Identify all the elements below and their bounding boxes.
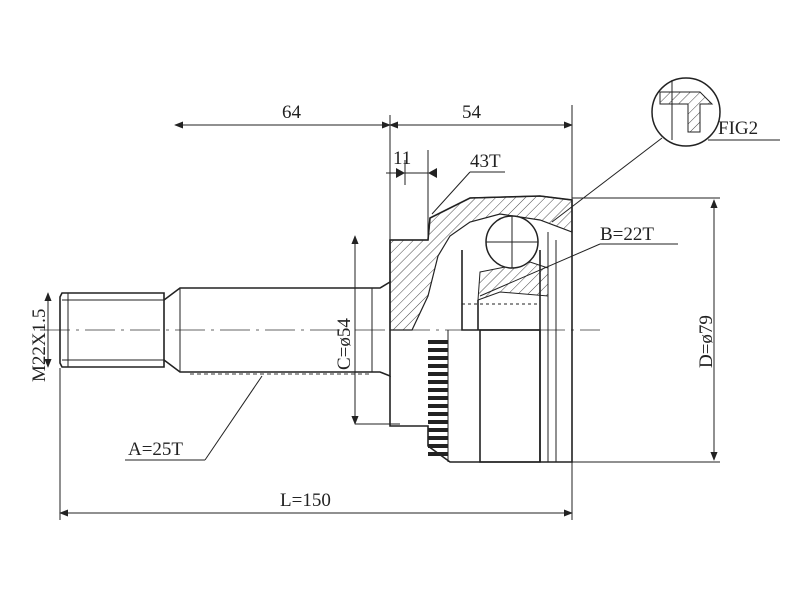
tooth [428, 452, 448, 456]
tooth [428, 404, 448, 408]
tooth [428, 340, 448, 344]
dim-c-label: C=ø54 [334, 318, 355, 370]
hatched-section [389, 195, 573, 331]
threaded-tip [59, 292, 165, 368]
tooth [428, 348, 448, 352]
tooth [428, 356, 448, 360]
fig2-detail: FIG2 [551, 77, 780, 223]
splined-shaft [163, 280, 391, 378]
tooth [428, 388, 448, 392]
dim-c: C=ø54 [334, 235, 400, 425]
dim-thread: M22X1.5 [29, 292, 52, 382]
tooth [428, 420, 448, 424]
dim-l: L=150 [59, 368, 573, 520]
tooth [428, 396, 448, 400]
abs-tone-ring [428, 340, 448, 456]
dim-thread-label: M22X1.5 [29, 309, 50, 382]
callout-a: A=25T [125, 375, 263, 461]
tooth [428, 380, 448, 384]
dim-top: 64 54 [174, 102, 573, 280]
tooth [428, 372, 448, 376]
tooth [428, 364, 448, 368]
tooth [428, 444, 448, 448]
dim-64-label: 64 [282, 102, 302, 123]
callout-b: B=22T [479, 224, 678, 297]
dim-l-label: L=150 [280, 490, 331, 511]
callout-a-label: A=25T [128, 439, 183, 460]
dim-d-label: D=ø79 [696, 315, 717, 368]
callout-43t: 43T [431, 151, 505, 215]
callout-43t-label: 43T [470, 151, 501, 172]
callout-b-label: B=22T [600, 224, 654, 245]
outer-bell [389, 195, 573, 463]
tooth [428, 428, 448, 432]
dim-d: D=ø79 [572, 197, 720, 463]
fig2-label: FIG2 [718, 118, 758, 139]
tooth [428, 436, 448, 440]
dim-54-label: 54 [462, 102, 482, 123]
dim-11-label: 11 [393, 148, 411, 169]
dim-11: 11 [386, 148, 437, 240]
tooth [428, 412, 448, 416]
